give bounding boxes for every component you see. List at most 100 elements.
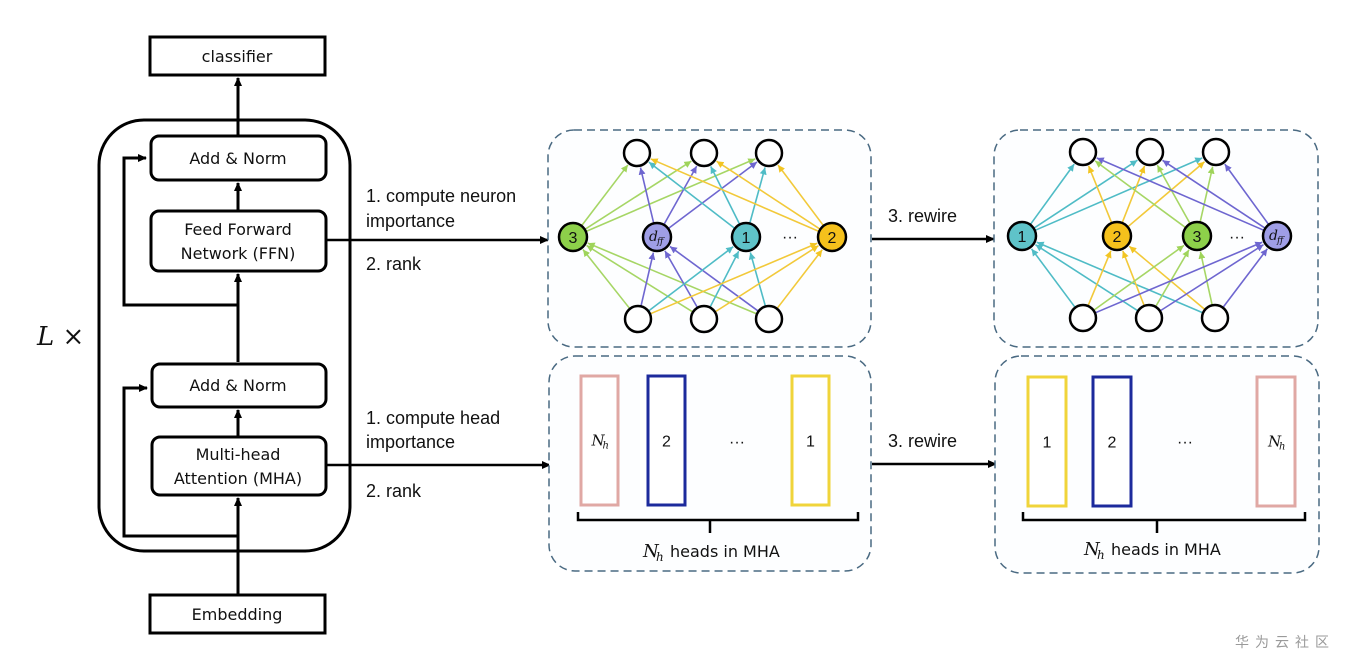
head-box (1091, 375, 1133, 508)
edge-input-to-hidden (669, 245, 759, 312)
attention-head: 2 (1091, 375, 1133, 508)
ffn-label-line2: Network (FFN) (181, 244, 296, 263)
edge-hidden-to-output (1224, 163, 1270, 226)
ffn-label-line1: Feed Forward (184, 220, 292, 239)
caption-math-h: h (1097, 548, 1105, 562)
edge-input-to-hidden (748, 252, 767, 307)
edge-input-to-hidden (1094, 241, 1263, 314)
edge-hidden-to-output (1199, 166, 1215, 223)
edge-input-to-hidden (586, 244, 694, 313)
input-neuron (1200, 303, 1230, 333)
edge-input-to-hidden (709, 250, 740, 308)
output-neuron (622, 138, 652, 168)
edge-input-to-hidden (1087, 250, 1112, 307)
classifier-label: classifier (202, 47, 273, 66)
edge-input-to-hidden (714, 244, 819, 313)
ffn-branch-annotations: 1. compute neuron importance 2. rank 3. … (326, 186, 995, 274)
attention-head: 1 (790, 374, 831, 507)
watermark: 华为云社区 (1235, 635, 1335, 651)
embedding-box (148, 593, 327, 635)
add-norm-top-label: Add & Norm (189, 149, 286, 168)
edge-hidden-to-output (1094, 160, 1187, 229)
edge-hidden-to-output (580, 164, 629, 227)
edge-hidden-to-output (585, 158, 756, 233)
edge-input-to-hidden (1030, 248, 1076, 309)
embedding-label: Embedding (192, 605, 283, 624)
mha-after-caption: N h heads in MHA (1083, 539, 1221, 562)
mha-label-line1: Multi-head (196, 445, 281, 464)
neuron-circle (1261, 220, 1293, 252)
mha-after-brace (1021, 512, 1307, 533)
edge-hidden-to-output (1121, 165, 1146, 224)
edge-input-to-hidden (1222, 248, 1268, 309)
neuron-circle (1101, 220, 1133, 252)
edge-input-to-hidden (1198, 251, 1213, 306)
head-box (1255, 375, 1297, 508)
residual-connection-bottom (122, 384, 238, 538)
edge-input-to-hidden (582, 249, 631, 310)
mha-after-ellipsis: ··· (1177, 434, 1193, 451)
attention-head: 1 (1026, 375, 1068, 508)
edges (580, 158, 825, 315)
edge-hidden-to-output (709, 166, 741, 225)
ffn-step1-line2: importance (366, 211, 455, 231)
edge-input-to-hidden (649, 242, 818, 315)
neuron-label: 3 (1193, 229, 1202, 246)
neuron-circle (816, 221, 848, 253)
edge-hidden-to-output (1162, 159, 1266, 229)
mha-before-caption: N h heads in MHA (642, 541, 780, 564)
head-label-subscript: h (1279, 442, 1285, 453)
neuron-label: d (649, 229, 658, 245)
neuron-circle (1181, 220, 1213, 252)
attention-head: Nh (1255, 375, 1297, 508)
add-norm-bottom-box (150, 362, 328, 409)
hidden-neuron: 1 (730, 221, 762, 253)
caption-math-n: N (642, 541, 660, 562)
edge-input-to-hidden (1035, 244, 1139, 312)
head-label: 1 (806, 434, 815, 451)
mha-before-brace (576, 512, 860, 533)
head-box (646, 374, 687, 507)
encoder-stack: classifier L × Add & Norm Feed Forward N… (36, 35, 352, 635)
output-neuron (1135, 137, 1165, 167)
head-label: 2 (662, 434, 671, 451)
neuron-circle (641, 221, 673, 253)
edge-hidden-to-output (638, 167, 655, 224)
add-norm-top-box (149, 134, 328, 182)
output-neuron (1068, 137, 1098, 167)
edge-hidden-to-output (1034, 157, 1203, 232)
neuron-label: 3 (569, 230, 578, 247)
edge-hidden-to-output (716, 160, 821, 230)
caption-text: heads in MHA (670, 542, 780, 561)
head-box (579, 374, 620, 507)
mha-before-ellipsis: ··· (729, 434, 745, 451)
neuron-label: 2 (1113, 229, 1122, 246)
edge-hidden-to-output (1087, 165, 1113, 224)
edge-input-to-hidden (776, 249, 823, 310)
edge-input-to-hidden (664, 250, 699, 309)
edges (1029, 157, 1270, 314)
edge-hidden-to-output (1029, 163, 1075, 226)
attention-head: 2 (646, 374, 687, 507)
ffn-before-panel (547, 129, 872, 348)
output-neuron (1201, 137, 1231, 167)
hidden-neuron: 3 (1181, 220, 1213, 252)
caption-math-n: N (1083, 539, 1101, 560)
ffn-step1-line1: 1. compute neuron (366, 186, 516, 206)
hidden-neuron: 1 (1006, 220, 1038, 252)
hidden-neuron: 3 (557, 221, 589, 253)
hidden-neuron: 2 (1101, 220, 1133, 252)
mha-step3: 3. rewire (888, 431, 957, 451)
input-neuron (754, 304, 784, 334)
edge-hidden-to-output (650, 158, 820, 233)
edge-hidden-to-output (748, 167, 767, 224)
edge-hidden-to-output (777, 164, 825, 227)
layer-repeat-container (97, 118, 352, 553)
edge-input-to-hidden (1093, 244, 1185, 312)
neuron-label: 1 (742, 230, 751, 247)
neuron-label-subscript: ff (1276, 236, 1285, 246)
